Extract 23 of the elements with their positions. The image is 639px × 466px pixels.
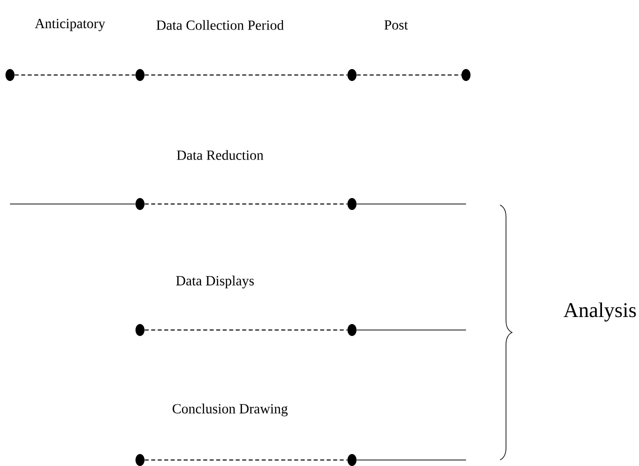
label: Analysis xyxy=(564,302,636,322)
dot xyxy=(6,69,14,81)
dashed-line xyxy=(144,459,348,461)
label: Conclusion Drawing xyxy=(172,404,288,416)
dot xyxy=(348,324,356,336)
dashed-line xyxy=(356,74,462,76)
dot xyxy=(348,69,356,81)
dot xyxy=(136,198,144,210)
label: Post xyxy=(384,20,408,30)
dashed-line xyxy=(14,74,136,76)
dashed-line xyxy=(144,329,348,331)
label: Data Collection Period xyxy=(156,20,284,30)
dot xyxy=(348,454,356,466)
dashed-line xyxy=(144,203,348,205)
dot xyxy=(136,69,144,81)
dot xyxy=(348,198,356,210)
label: Data Displays xyxy=(176,276,254,288)
dot xyxy=(136,454,144,466)
label: Data Reduction xyxy=(176,150,264,160)
label: Anticipatory xyxy=(34,18,106,32)
dashed-line xyxy=(144,74,348,76)
dot xyxy=(136,324,144,336)
dot xyxy=(462,69,470,81)
